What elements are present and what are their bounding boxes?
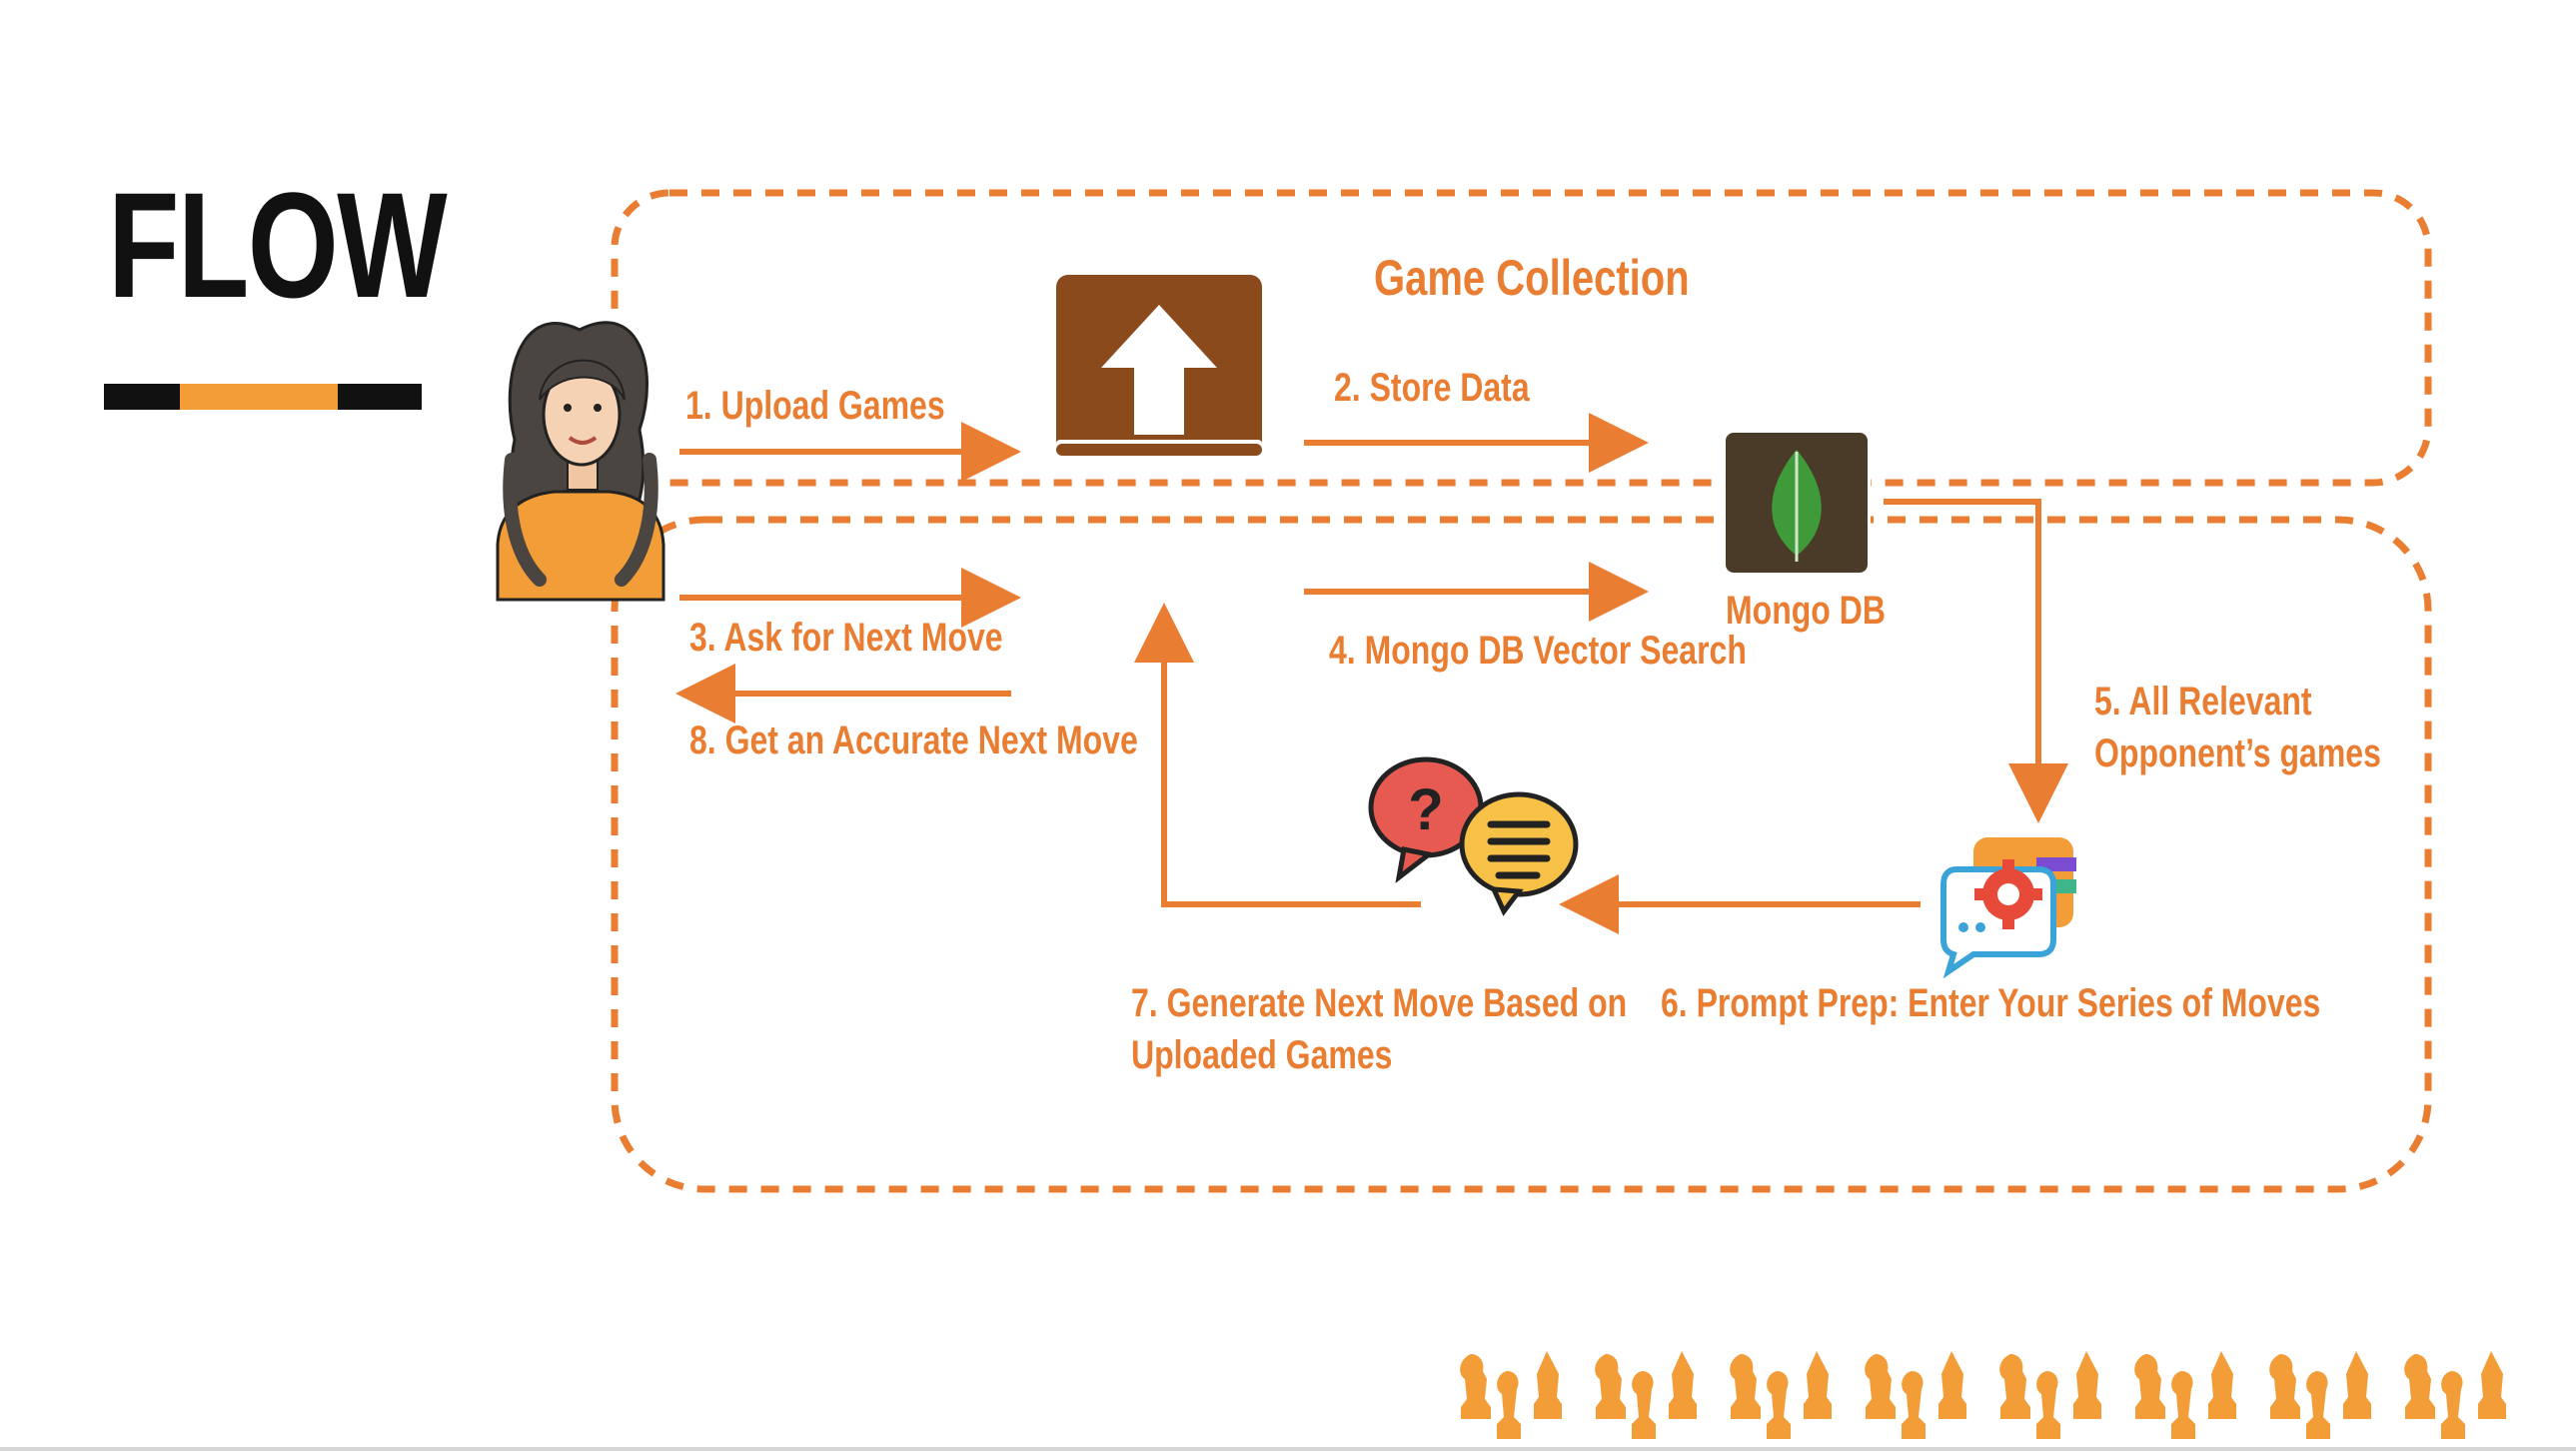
svg-text:?: ? xyxy=(1408,777,1443,842)
chess-pieces-icon xyxy=(1460,1351,2506,1439)
step-3-label: 3. Ask for Next Move xyxy=(689,616,1003,660)
arrow-relevant-games xyxy=(1884,499,2068,823)
mongodb-leaf-icon xyxy=(1726,433,1868,573)
step-4-label: 4. Mongo DB Vector Search xyxy=(1329,629,1747,673)
game-collection-box xyxy=(611,189,2432,487)
group-title: Game Collection xyxy=(1374,250,1690,306)
woman-avatar-icon xyxy=(496,321,665,602)
database-label: Mongo DB xyxy=(1726,589,1886,633)
title-underline xyxy=(104,384,422,410)
query-flow-box xyxy=(611,516,2432,1193)
slide-bottom-border xyxy=(0,1447,2576,1451)
step-2-label: 2. Store Data xyxy=(1334,366,1530,410)
step-1-label: 1. Upload Games xyxy=(685,384,945,428)
step-6-label: 6. Prompt Prep: Enter Your Series of Mov… xyxy=(1661,981,2321,1025)
step-7-label: 7. Generate Next Move Based on Uploaded … xyxy=(1131,981,1628,1077)
chat-bubbles-icon: ? xyxy=(1368,756,1579,916)
step-8-label: 8. Get an Accurate Next Move xyxy=(689,719,1138,762)
slide-title: FLOW xyxy=(108,161,448,329)
arrow-generate xyxy=(1134,603,1421,907)
step-5-label: 5. All Relevant Opponent’s games xyxy=(2094,680,2381,775)
upload-icon xyxy=(1056,275,1262,456)
prompt-settings-icon xyxy=(1940,837,2076,979)
